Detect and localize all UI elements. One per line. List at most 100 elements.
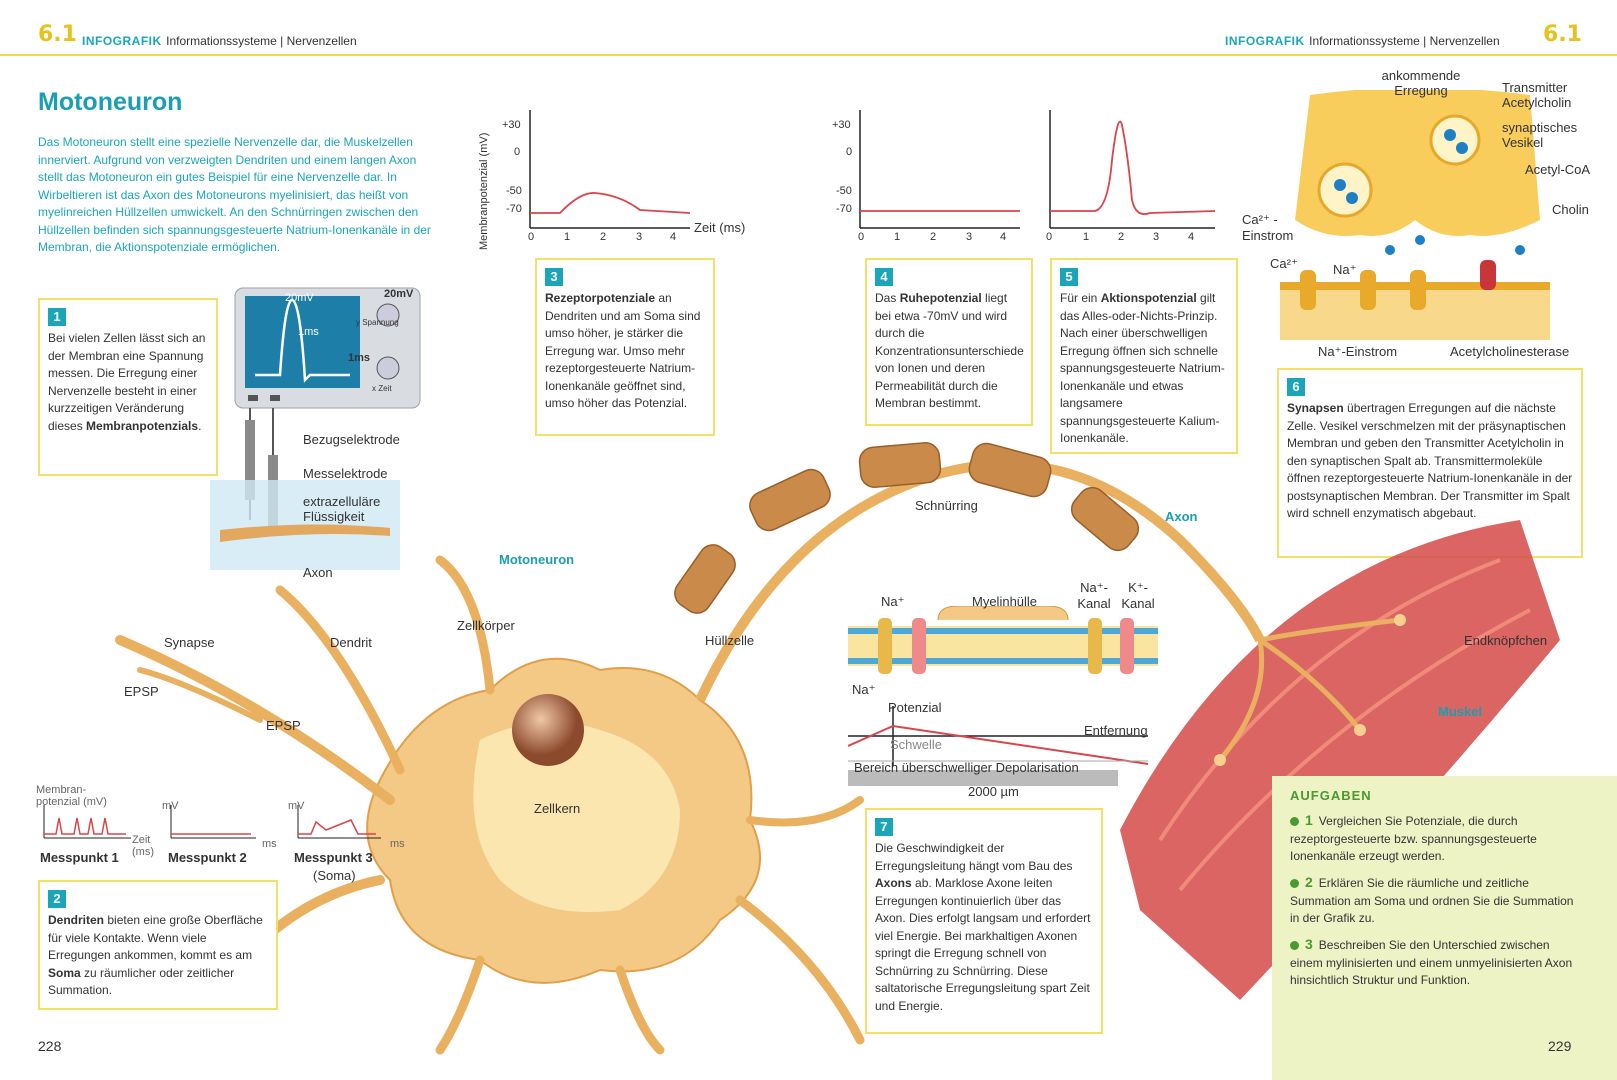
xtick: 4 bbox=[1188, 231, 1195, 243]
page-number-left: 228 bbox=[38, 1038, 62, 1054]
label-zellkern: Zellkern bbox=[534, 801, 581, 816]
label-bezugselektrode: Bezugselektrode bbox=[303, 432, 400, 447]
label-myelinhuelle: Myelinhülle bbox=[972, 594, 1038, 609]
label-axon-small: Axon bbox=[303, 565, 333, 580]
xtick: 3 bbox=[636, 231, 643, 243]
xtick: 3 bbox=[966, 231, 973, 243]
box-bold: Soma bbox=[48, 965, 81, 980]
label-mv-3: mV bbox=[288, 800, 305, 812]
messpunkt-graphs bbox=[43, 805, 381, 839]
section-number-right: 6.1 bbox=[1543, 22, 1582, 47]
aufgabe-number: 1 bbox=[1305, 812, 1313, 828]
box-number: 4 bbox=[875, 268, 893, 286]
box-text: . bbox=[198, 418, 202, 433]
graph-ylabel: Membranpotenzial (mV) bbox=[478, 132, 490, 250]
box-bold: Aktionspotenzial bbox=[1100, 291, 1197, 305]
label-bereich: Bereich überschwelliger Depolarisation bbox=[854, 760, 1079, 775]
label-messelektrode: Messelektrode bbox=[303, 466, 388, 481]
label-zeit-ms: Zeit (ms) bbox=[132, 834, 154, 858]
header-tag-right: INFOGRAFIK bbox=[1225, 34, 1305, 48]
osc-scale-t: 1ms bbox=[298, 326, 319, 338]
label-epsp-1: EPSP bbox=[124, 684, 159, 699]
xtick: 4 bbox=[1000, 231, 1007, 243]
box-text: Die Geschwindigkeit der Erregungsleitung… bbox=[875, 841, 1073, 873]
label-synapse: Synapse bbox=[164, 635, 215, 650]
box-number: 2 bbox=[48, 890, 66, 908]
box-bold: Rezeptorpotenziale bbox=[545, 291, 656, 305]
graph-rezeptorpotenzial bbox=[529, 110, 691, 229]
aufgabe-number: 3 bbox=[1305, 936, 1313, 952]
page-title: Motoneuron bbox=[38, 88, 183, 116]
box-text: Bei vielen Zellen lässt sich an der Memb… bbox=[48, 331, 206, 433]
label-zellkoerper: Zellkörper bbox=[457, 618, 515, 633]
header-right: INFOGRAFIK Informationssysteme | Nervenz… bbox=[1225, 32, 1500, 50]
ytick: -70 bbox=[506, 203, 522, 215]
box-text: ab. Marklose Axone leiten Erregungen kon… bbox=[875, 876, 1091, 1013]
xtick: 2 bbox=[1118, 231, 1125, 243]
label-axon: Axon bbox=[1165, 509, 1198, 524]
curve-aktionspotenzial bbox=[1050, 120, 1216, 215]
label-motoneuron: Motoneuron bbox=[499, 552, 575, 567]
label-membranpotenzial-mv: Membran-potenzial (mV) bbox=[36, 784, 107, 808]
label-ca: Ca²⁺ bbox=[1270, 256, 1298, 271]
curve-rezeptorpotenzial bbox=[530, 192, 691, 214]
bullet-icon bbox=[1290, 941, 1299, 951]
label-ankommende-erregung: ankommende Erregung bbox=[1381, 68, 1461, 98]
section-number-left: 6.1 bbox=[38, 22, 77, 47]
graph-ruhepotenzial bbox=[859, 110, 1020, 229]
info-box-4: 4 Das Ruhepotenzial liegt bei etwa -70mV… bbox=[865, 258, 1033, 426]
box-text: an Dendriten und am Soma sind umso höher… bbox=[545, 291, 701, 410]
label-scale: 2000 µm bbox=[968, 784, 1019, 799]
xtick: 2 bbox=[930, 231, 937, 243]
box-bold: Dendriten bbox=[48, 913, 105, 927]
label-na-top: Na⁺ bbox=[881, 594, 905, 609]
intro-text: Das Motoneuron stellt eine spezielle Ner… bbox=[38, 135, 431, 254]
label-mv-2: mV bbox=[162, 800, 179, 812]
aufgabe-number: 2 bbox=[1305, 874, 1313, 890]
label-messpunkt-1: Messpunkt 1 bbox=[40, 850, 119, 865]
label-endknoepfchen: Endknöpfchen bbox=[1464, 633, 1548, 648]
box-text: gilt das Alles-oder-Nichts-Prinzip. Nach… bbox=[1060, 291, 1225, 445]
label-dendrit: Dendrit bbox=[330, 635, 372, 650]
ytick: +30 bbox=[502, 119, 521, 131]
bullet-icon bbox=[1290, 817, 1299, 827]
neuron-illustration bbox=[115, 442, 1560, 1055]
synapse-illustration bbox=[1280, 90, 1550, 340]
label-ca-einstrom: Ca²⁺ - Einstrom bbox=[1242, 212, 1294, 243]
header-tag: INFOGRAFIK bbox=[82, 34, 162, 48]
page-number-right: 229 bbox=[1548, 1038, 1572, 1054]
info-box-6: 6 Synapsen übertragen Erregungen auf die… bbox=[1277, 368, 1583, 558]
info-box-7: 7 Die Geschwindigkeit der Erregungsleitu… bbox=[865, 808, 1103, 1034]
osc-scale-v: 20mV bbox=[285, 292, 314, 304]
osc-knob-label-2: 1ms bbox=[348, 352, 371, 364]
osc-knob-sub-1: y Spannung bbox=[356, 318, 399, 327]
xtick: 4 bbox=[670, 231, 677, 243]
graph-xlabel: Zeit (ms) bbox=[694, 220, 746, 235]
label-ms-3: ms bbox=[390, 838, 405, 850]
info-box-2: 2 Dendriten bieten eine große Oberfläche… bbox=[38, 880, 278, 1010]
box-text: zu räumlicher oder zeitlicher Summation. bbox=[48, 965, 235, 998]
label-k-kanal: K⁺-Kanal bbox=[1121, 580, 1155, 611]
label-extrazellulaere-fluessigkeit: extrazelluläre Flüssigkeit bbox=[303, 494, 381, 524]
label-cholin: Cholin bbox=[1552, 202, 1589, 217]
info-box-1: 1 Bei vielen Zellen lässt sich an der Me… bbox=[38, 298, 218, 476]
box-text: Das bbox=[875, 291, 900, 305]
label-potenzial: Potenzial bbox=[888, 700, 942, 715]
box-number: 6 bbox=[1287, 378, 1305, 396]
aufgabe-text: Erklären Sie die räumliche und zeitliche… bbox=[1290, 876, 1574, 925]
label-synaptisches-vesikel: synaptisches Vesikel bbox=[1502, 120, 1578, 150]
label-muskel: Muskel bbox=[1438, 704, 1483, 719]
ytick: 0 bbox=[514, 146, 521, 158]
xtick: 1 bbox=[564, 231, 571, 243]
box-bold: Synapsen bbox=[1287, 401, 1344, 415]
box-bold: Ruhepotenzial bbox=[899, 291, 982, 305]
box-bold: Membranpotenzials bbox=[86, 418, 199, 433]
aufgabe-text: Vergleichen Sie Potenziale, die durch re… bbox=[1290, 814, 1537, 863]
label-acetylcholinesterase: Acetylcholinesterase bbox=[1450, 344, 1570, 359]
ytick: -50 bbox=[836, 185, 852, 197]
xtick: 1 bbox=[894, 231, 901, 243]
box-number: 1 bbox=[48, 308, 66, 326]
box-number: 7 bbox=[875, 818, 893, 836]
